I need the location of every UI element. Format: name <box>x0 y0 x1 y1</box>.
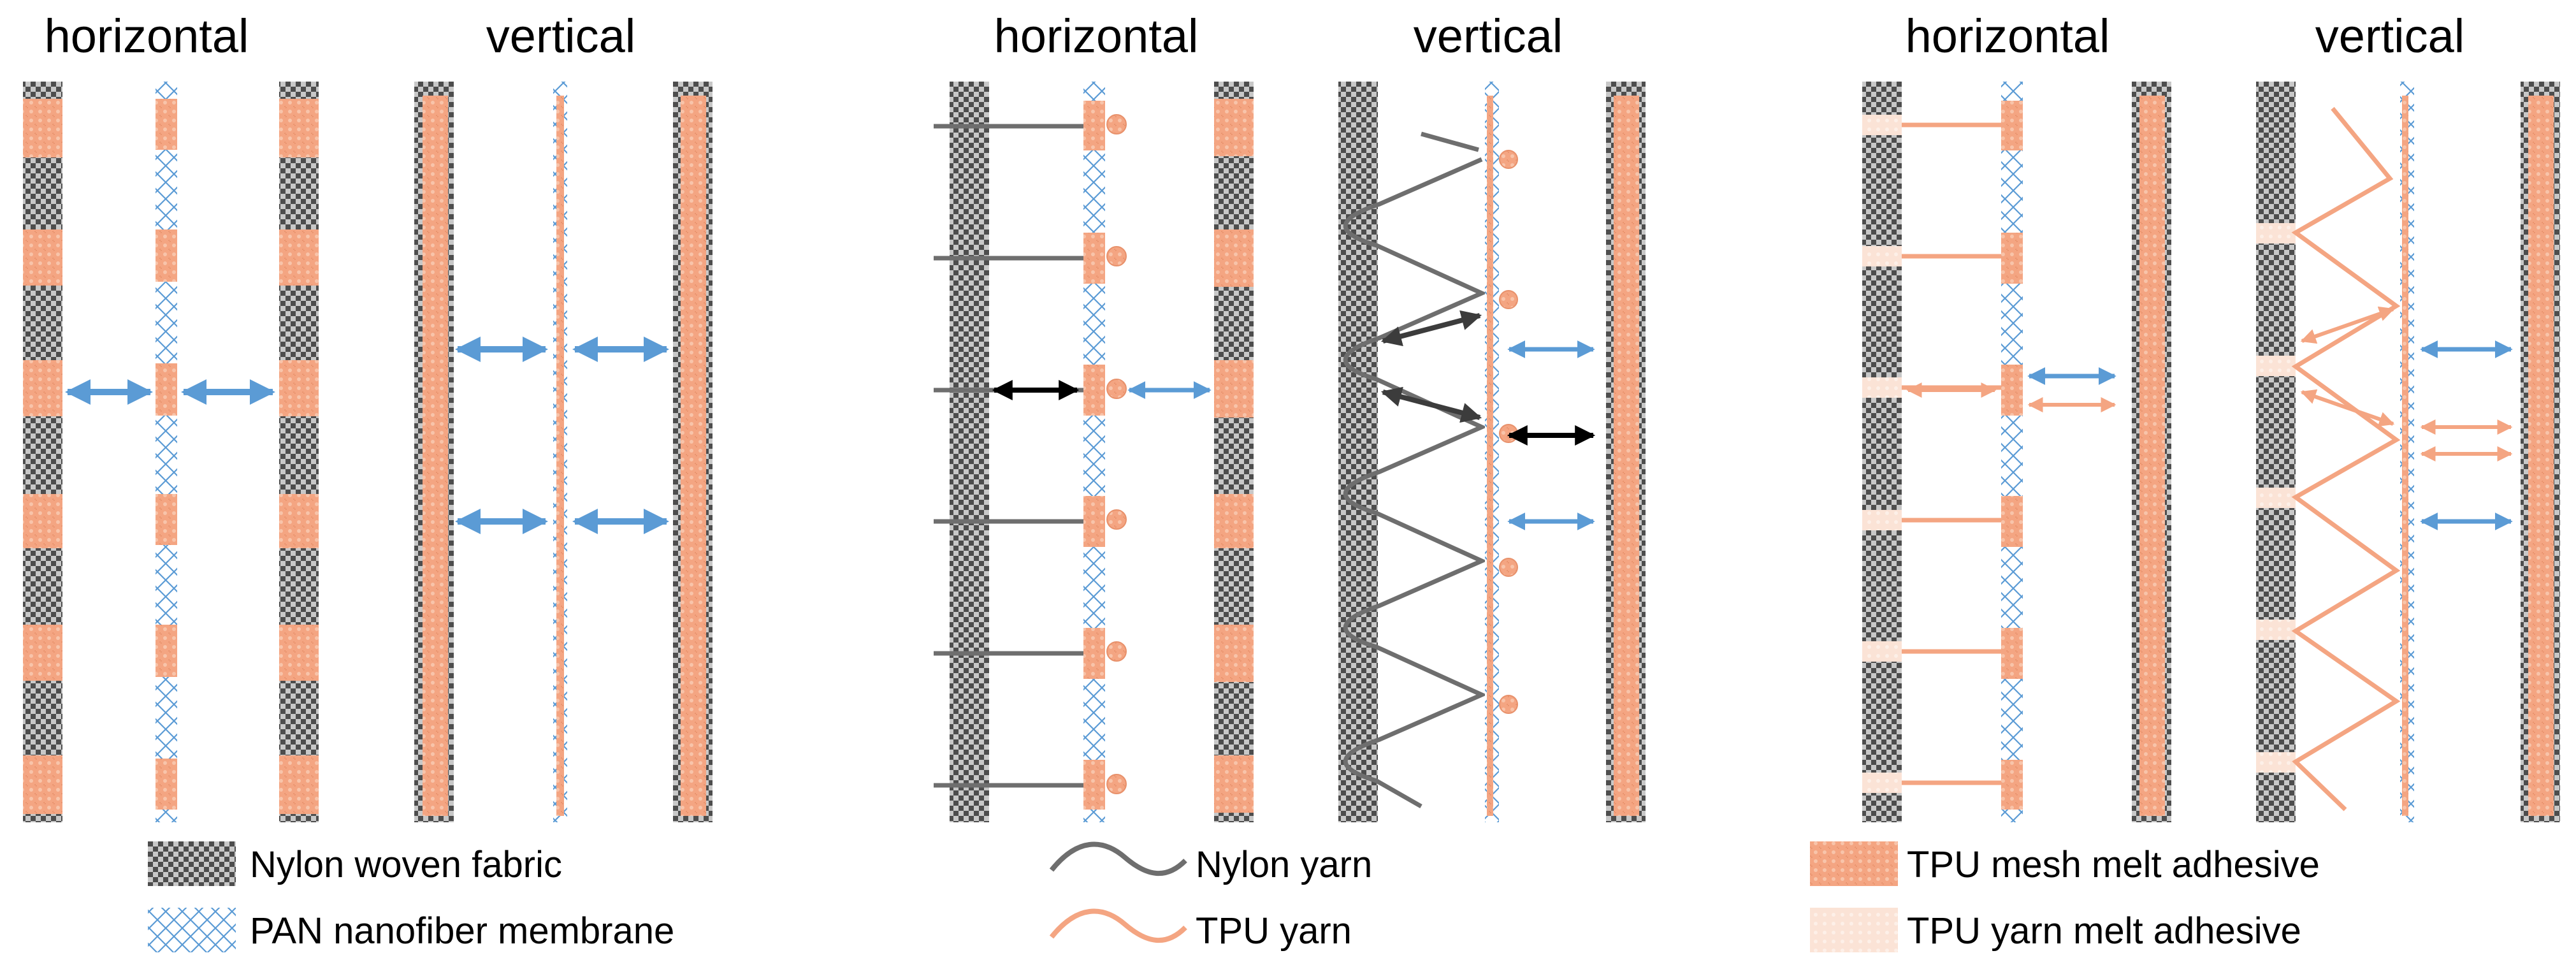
nylon-yarn-zigzag <box>1343 131 1487 809</box>
tpu-patches-middle <box>156 99 177 810</box>
panel1-vertical-title: vertical <box>486 10 635 62</box>
panel1-horizontal-structure <box>23 82 319 822</box>
tpu-mesh-right <box>681 96 706 816</box>
panel3-horizontal-title: horizontal <box>1906 10 2110 62</box>
tpu-mesh-center <box>556 96 564 816</box>
tpu-knots <box>1106 114 1127 794</box>
tpu-mesh-right <box>2139 96 2165 816</box>
panel2-horizontal-structure <box>934 82 1254 822</box>
peel-arrow-orange <box>2300 306 2395 344</box>
pan-membrane <box>1083 82 1105 822</box>
tpu-patches-right <box>1214 99 1254 813</box>
tpu-yarn-zigzag <box>2291 106 2401 811</box>
tpu-yarn-adhesive-spots <box>2256 223 2296 773</box>
tpu-mesh-right <box>1614 96 1639 816</box>
tpu-patches-middle <box>1083 101 1105 810</box>
nylon-fabric-left <box>2256 82 2296 822</box>
pan-membrane <box>2001 82 2023 822</box>
legend-label-nylon-yarn: Nylon yarn <box>1196 844 1372 885</box>
legend-label-tpu-yarn-adhesive: TPU yarn melt adhesive <box>1907 910 2301 952</box>
legend-label-tpu-mesh: TPU mesh melt adhesive <box>1907 844 2320 885</box>
legend: Nylon woven fabric PAN nanofiber membran… <box>148 841 2320 952</box>
tpu-mesh-left <box>423 96 448 816</box>
tpu-knots <box>1499 150 1518 714</box>
tpu-patches-middle <box>2001 101 2023 810</box>
peel-arrow-orange <box>2300 389 2395 427</box>
panel1-vertical-structure <box>414 82 713 822</box>
tpu-patches-right <box>279 99 319 814</box>
panel2-vertical-title: vertical <box>1414 10 1563 62</box>
pan-membrane <box>156 82 177 822</box>
panel2-vertical-structure <box>1338 82 1646 822</box>
panel2-horizontal-title: horizontal <box>994 10 1199 62</box>
legend-swatch-tpu-mesh <box>1810 841 1898 886</box>
legend-swatch-nylon-fabric <box>148 841 236 886</box>
tpu-yarn-adhesive-spots <box>1862 115 1902 793</box>
legend-swatch-tpu-yarn <box>1049 908 1187 943</box>
nylon-fabric-right <box>279 82 319 822</box>
panel3-vertical-structure <box>2256 82 2560 822</box>
peel-arrow-gray <box>1380 310 1482 347</box>
tpu-mesh-center <box>1487 96 1493 816</box>
legend-swatch-pan-membrane <box>148 908 236 952</box>
nylon-fabric-left <box>950 82 989 822</box>
legend-label-pan-membrane: PAN nanofiber membrane <box>250 910 674 952</box>
nylon-fabric-right <box>1214 82 1254 822</box>
tpu-patches-left <box>23 99 62 814</box>
legend-label-nylon-fabric: Nylon woven fabric <box>250 844 562 885</box>
nylon-fabric-left <box>1338 82 1378 822</box>
tpu-mesh-right <box>2528 96 2554 816</box>
legend-label-tpu-yarn: TPU yarn <box>1196 910 1352 952</box>
panel3-horizontal-structure <box>1862 82 2171 822</box>
tpu-mesh-center <box>2402 96 2408 816</box>
panel1-horizontal-title: horizontal <box>45 10 249 62</box>
nylon-fabric-left <box>23 82 62 822</box>
nylon-fabric-left <box>1862 82 1902 822</box>
peel-arrow-gray <box>1380 386 1482 423</box>
tpu-yarns <box>1902 122 2001 785</box>
legend-swatch-nylon-yarn <box>1049 841 1187 876</box>
legend-swatch-tpu-yarn-adhesive <box>1810 908 1898 952</box>
panel3-vertical-title: vertical <box>2315 10 2464 62</box>
